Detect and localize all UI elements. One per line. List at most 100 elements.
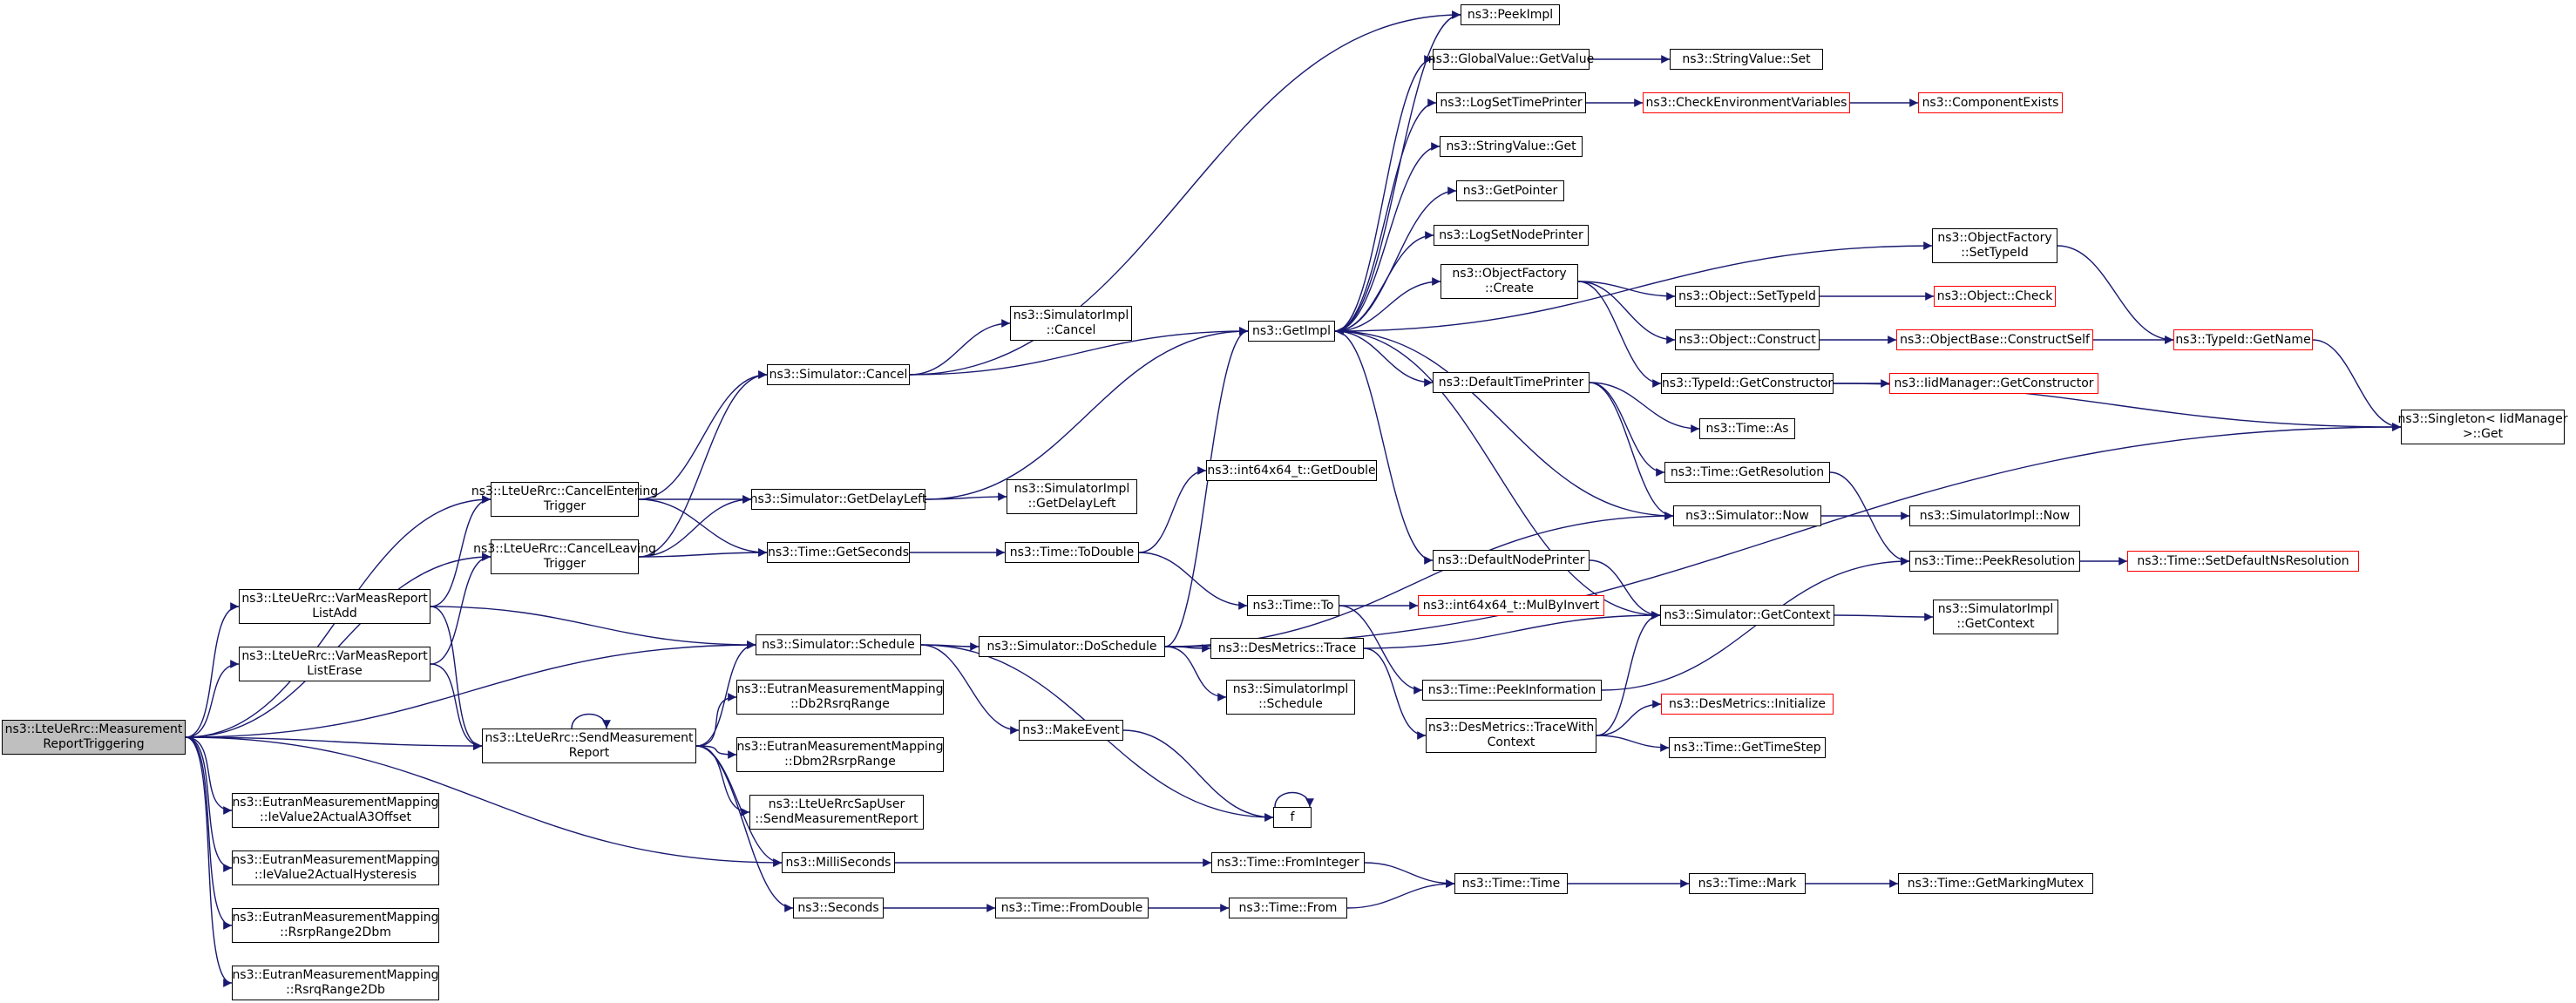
node-sim-doschedule[interactable]: ns3::Simulator::DoSchedule [979, 636, 1165, 657]
node-time-frominteger[interactable]: ns3::Time::FromInteger [1211, 852, 1365, 873]
node-check-env[interactable]: ns3::CheckEnvironmentVariables [1643, 92, 1850, 113]
node-simimpl-schedule[interactable]: ns3::SimulatorImpl::Schedule [1226, 680, 1355, 715]
node-time-to[interactable]: ns3::Time::To [1247, 595, 1339, 616]
node-iev-a3[interactable]: ns3::EutranMeasurementMapping::IeValue2A… [232, 793, 439, 828]
node-simimpl-now[interactable]: ns3::SimulatorImpl::Now [1909, 505, 2080, 526]
node-label: ns3::SimulatorImpl [1013, 308, 1129, 322]
node-objbase-constructself[interactable]: ns3::ObjectBase::ConstructSelf [1896, 329, 2093, 350]
node-milliseconds[interactable]: ns3::MilliSeconds [782, 852, 895, 873]
node-desmetrics-trace[interactable]: ns3::DesMetrics::Trace [1210, 638, 1364, 659]
node-logsetnodeprinter[interactable]: ns3::LogSetNodePrinter [1434, 225, 1589, 246]
node-label: ns3::CheckEnvironmentVariables [1645, 95, 1847, 110]
node-peekimpl[interactable]: ns3::PeekImpl [1461, 4, 1560, 25]
edge-send_meas-to-sim_schedule [695, 640, 756, 747]
edge-root-to-iev_hyst [185, 736, 233, 872]
edge-desmetrics_tracewith-to-desmetrics_initialize [1596, 700, 1662, 736]
node-time-fromdouble[interactable]: ns3::Time::FromDouble [995, 898, 1149, 918]
node-sim-getcontext[interactable]: ns3::Simulator::GetContext [1660, 605, 1834, 626]
node-label: ns3::LteUeRrc::VarMeasReport [241, 649, 428, 663]
node-getimpl[interactable]: ns3::GetImpl [1248, 321, 1335, 342]
node-time-from[interactable]: ns3::Time::From [1229, 898, 1347, 918]
edge-root-to-iev_a3 [185, 736, 233, 815]
node-dbm2rsrp[interactable]: ns3::EutranMeasurementMapping::Dbm2RsrpR… [736, 737, 944, 772]
node-getpointer[interactable]: ns3::GetPointer [1456, 180, 1564, 201]
node-stringvalue-set[interactable]: ns3::StringValue::Set [1670, 49, 1823, 70]
node-object-construct[interactable]: ns3::Object::Construct [1675, 329, 1820, 350]
node-rsrq-db[interactable]: ns3::EutranMeasurementMapping::RsrqRange… [232, 966, 439, 1000]
node-time-peekinformation[interactable]: ns3::Time::PeekInformation [1422, 680, 1602, 701]
node-time-time[interactable]: ns3::Time::Time [1454, 873, 1568, 894]
node-time-peekresolution[interactable]: ns3::Time::PeekResolution [1909, 551, 2080, 572]
node-simimpl-delayleft[interactable]: ns3::SimulatorImpl::GetDelayLeft [1007, 479, 1137, 514]
edge-getimpl-to-logsettimeprinter [1334, 98, 1437, 332]
node-label: ns3::SimulatorImpl [1937, 602, 2054, 616]
node-time-mark[interactable]: ns3::Time::Mark [1689, 873, 1806, 894]
node-time-getseconds[interactable]: ns3::Time::GetSeconds [767, 542, 910, 563]
node-iidmanager-getconstructor[interactable]: ns3::IidManager::GetConstructor [1889, 373, 2098, 394]
edge-f-self [1274, 791, 1314, 808]
node-sapuser[interactable]: ns3::LteUeRrcSapUser::SendMeasurementRep… [749, 795, 924, 830]
edge-getimpl-to-defaultnodeprinter [1334, 330, 1434, 565]
node-typeid-getname[interactable]: ns3::TypeId::GetName [2173, 329, 2313, 350]
node-sim-cancel[interactable]: ns3::Simulator::Cancel [767, 364, 910, 385]
edge-sim_doschedule-to-getimpl [1164, 327, 1249, 647]
node-defaultnodeprinter[interactable]: ns3::DefaultNodePrinter [1433, 550, 1590, 571]
node-objfactory-settypeid[interactable]: ns3::ObjectFactory::SetTypeId [1932, 228, 2057, 263]
node-time-getresolution[interactable]: ns3::Time::GetResolution [1664, 462, 1830, 483]
node-label: ns3::LteUeRrcSapUser [768, 797, 905, 811]
edge-root-to-milliseconds [185, 736, 783, 867]
node-time-setdefaultns[interactable]: ns3::Time::SetDefaultNsResolution [2127, 551, 2359, 572]
edge-sim_delayleft-to-getimpl [925, 327, 1249, 500]
node-iev-hyst[interactable]: ns3::EutranMeasurementMapping::IeValue2A… [232, 851, 439, 885]
node-simimpl-cancel[interactable]: ns3::SimulatorImpl::Cancel [1010, 306, 1132, 341]
node-label: ReportTriggering [43, 737, 145, 751]
node-label: ns3::GetImpl [1252, 323, 1332, 338]
node-label: ns3::Time::Mark [1698, 876, 1797, 891]
node-sim-delayleft[interactable]: ns3::Simulator::GetDelayLeft [750, 489, 926, 510]
node-simimpl-getcontext[interactable]: ns3::SimulatorImpl::GetContext [1933, 600, 2058, 634]
edge-sim_now-to-getimpl [1334, 327, 1674, 517]
node-seconds[interactable]: ns3::Seconds [793, 898, 884, 918]
node-db2rsrq[interactable]: ns3::EutranMeasurementMapping::Db2RsrqRa… [736, 680, 944, 715]
node-object-check[interactable]: ns3::Object::Check [1934, 286, 2056, 307]
edge-getimpl-to-logsetnodeprinter [1334, 231, 1434, 332]
node-sim-now[interactable]: ns3::Simulator::Now [1673, 505, 1821, 526]
node-stringvalue-get[interactable]: ns3::StringValue::Get [1440, 136, 1583, 157]
edge-cancel_entering-to-time_getseconds [638, 498, 768, 557]
node-globalvalue-getvalue[interactable]: ns3::GlobalValue::GetValue [1428, 49, 1594, 70]
node-time-todouble[interactable]: ns3::Time::ToDouble [1005, 542, 1139, 563]
node-int64-mulbyinvert[interactable]: ns3::int64x64_t::MulByInvert [1418, 595, 1604, 616]
node-label: ns3::Simulator::Schedule [762, 637, 915, 652]
node-defaulttimeprinter[interactable]: ns3::DefaultTimePrinter [1433, 372, 1590, 393]
node-time-as[interactable]: ns3::Time::As [1699, 418, 1795, 439]
node-int64-getdouble[interactable]: ns3::int64x64_t::GetDouble [1206, 460, 1377, 481]
edge-time_frominteger-to-time_time [1364, 862, 1455, 888]
node-objfactory-create[interactable]: ns3::ObjectFactory::Create [1441, 264, 1578, 299]
edge-send_meas-to-dbm2rsrp [695, 745, 737, 759]
node-sim-schedule[interactable]: ns3::Simulator::Schedule [756, 634, 921, 655]
node-object-settypeid[interactable]: ns3::Object::SetTypeId [1675, 286, 1820, 307]
node-label: ns3::MilliSeconds [785, 855, 891, 870]
node-time-gettimestep[interactable]: ns3::Time::GetTimeStep [1669, 737, 1826, 758]
node-singleton-get[interactable]: ns3::Singleton< IidManager>::Get [2398, 410, 2567, 444]
node-label: ns3::Time::GetSeconds [768, 545, 909, 559]
edge-root-to-send_meas [185, 736, 483, 750]
node-component-exists[interactable]: ns3::ComponentExists [1918, 92, 2063, 113]
node-rsrp-dbm[interactable]: ns3::EutranMeasurementMapping::RsrpRange… [232, 908, 439, 943]
node-logsettimeprinter[interactable]: ns3::LogSetTimePrinter [1436, 92, 1586, 113]
node-makeevent[interactable]: ns3::MakeEvent [1019, 720, 1123, 741]
node-label: ns3::ComponentExists [1922, 95, 2059, 110]
node-typeid-getconstructor[interactable]: ns3::TypeId::GetConstructor [1661, 373, 1834, 394]
edge-root-to-sim_schedule [185, 640, 756, 738]
node-time-getmarkingmutex[interactable]: ns3::Time::GetMarkingMutex [1898, 873, 2093, 894]
node-f[interactable]: f [1273, 807, 1312, 828]
node-desmetrics-initialize[interactable]: ns3::DesMetrics::Initialize [1661, 694, 1834, 715]
node-label: ns3::Simulator::DoSchedule [986, 639, 1157, 654]
